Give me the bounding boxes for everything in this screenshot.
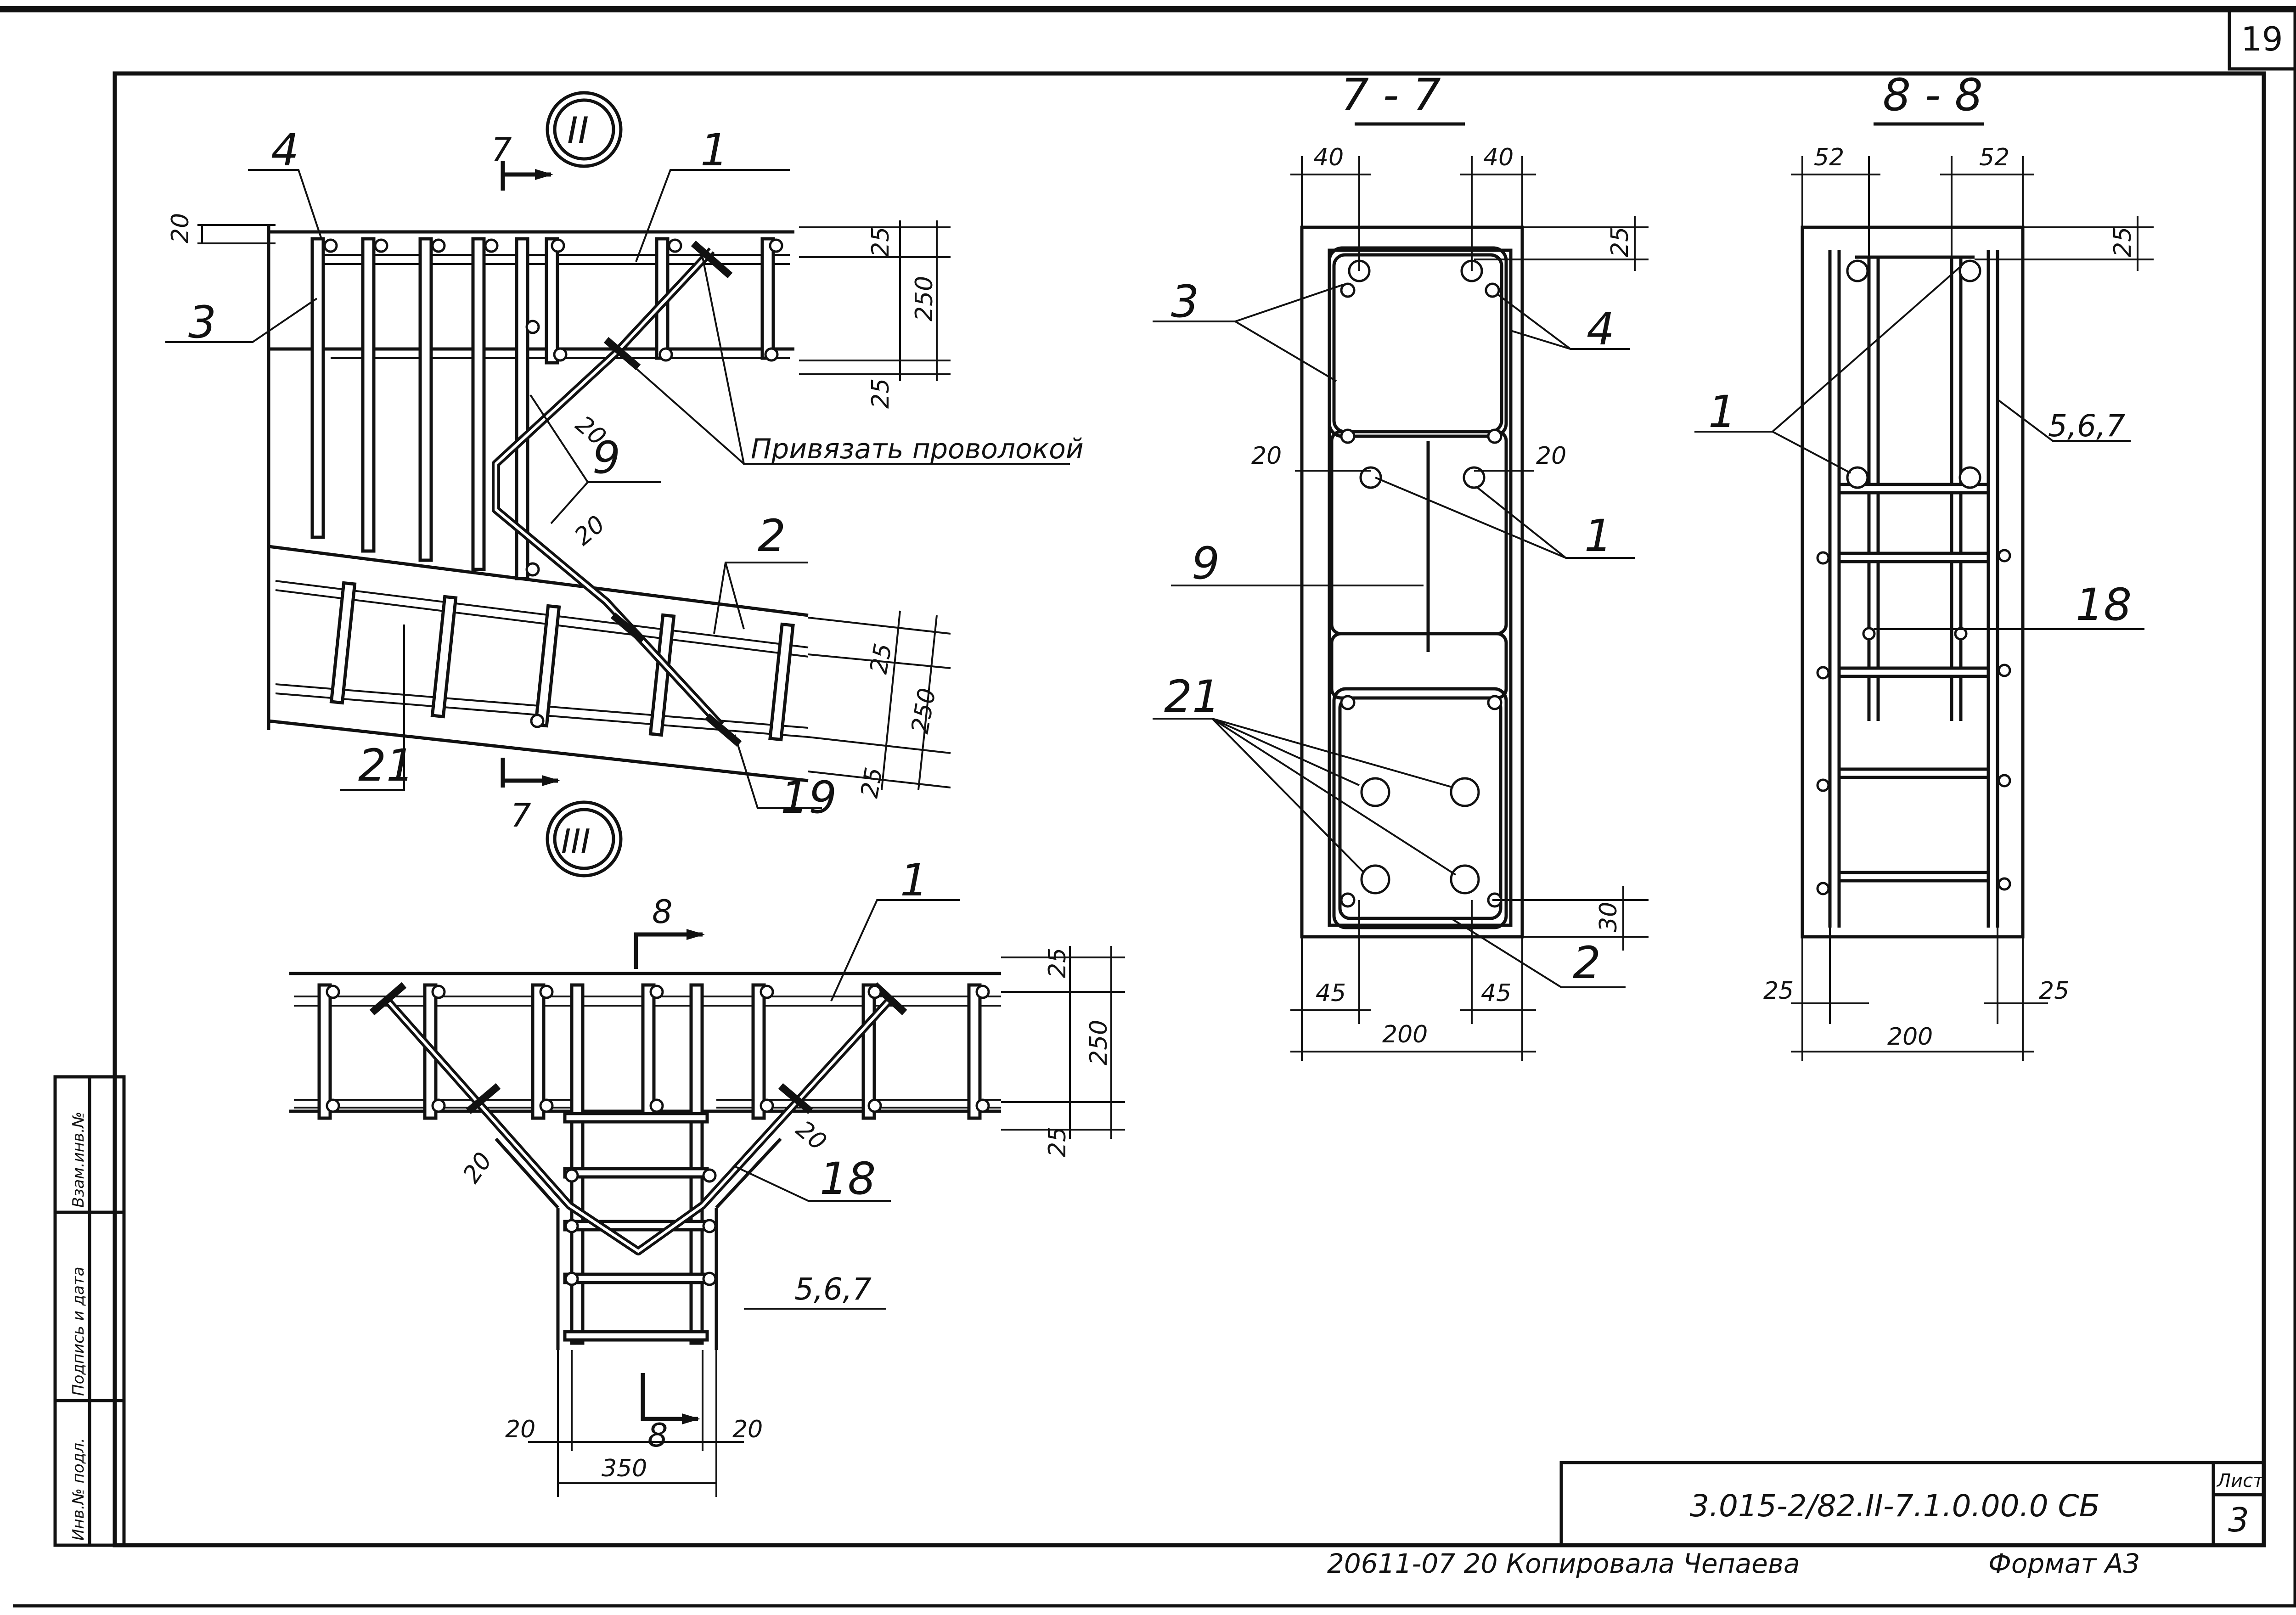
section-7-7-dim-45a: 45: [1316, 979, 1346, 1007]
section-8-8-dim-52b: 52: [1979, 144, 2009, 171]
node-ii-dim-25c: 25: [865, 641, 898, 676]
section-7-7-mark-4: 4: [1587, 304, 1615, 355]
sheet-number: 3: [2228, 1501, 2249, 1539]
sheet-label: Лист: [2216, 1470, 2264, 1491]
sheet-frame: [0, 6, 2296, 1608]
section-7-7-dim-40a: 40: [1313, 144, 1344, 171]
node-ii-cut-label-top: 7: [491, 131, 512, 169]
section-7-7-dim-30: 30: [1595, 902, 1622, 932]
section-7-7-dim-25: 25: [1606, 227, 1634, 257]
title-block: 3.015-2/82.II-7.1.0.00.0 СБ Лист 3 19 20…: [1327, 20, 2283, 1579]
section-7-7-dim-40b: 40: [1483, 144, 1514, 171]
page-number: 19: [2241, 20, 2283, 58]
node-ii-dim-20-top: 20: [167, 213, 194, 243]
node-ii-dim-25d: 25: [856, 765, 889, 800]
bottom-note: 20611-07 20 Копировала Чепаева: [1327, 1548, 1800, 1579]
node-ii-cut-label-bottom: 7: [511, 797, 531, 834]
node-ii-mark-19: 19: [781, 772, 837, 823]
node-ii-dim-25a: 25: [867, 227, 895, 257]
node-iii-dim-20c: 20: [505, 1416, 535, 1443]
section-7-7-mark-21: 21: [1164, 671, 1220, 722]
node-ii-note: Привязать проволокой: [751, 433, 1084, 465]
node-ii-mark-1: 1: [700, 124, 728, 176]
section-8-8-mark-1: 1: [1708, 386, 1736, 438]
node-iii-dim-20a: 20: [457, 1148, 497, 1188]
section-8-8-dim-25c: 25: [2039, 977, 2069, 1005]
node-ii-dim-250b: 250: [906, 686, 941, 736]
node-iii-dim-25b: 25: [1044, 1127, 1071, 1157]
node-iii-rungs: [563, 1112, 709, 1342]
node-ii-stirrups: [310, 237, 795, 742]
section-8-8-mark-5-6-7: 5,6,7: [2048, 408, 2125, 444]
node-iii-view: 8 8 III 1 18 5,6,7 25 250 25 20 20 20 20…: [289, 800, 1125, 1497]
node-iii-mark-1: 1: [900, 855, 928, 906]
section-7-7-dim-45b: 45: [1481, 979, 1511, 1007]
node-ii-dim-250a: 250: [911, 276, 938, 321]
document-code: 3.015-2/82.II-7.1.0.00.0 СБ: [1690, 1488, 2100, 1524]
section-7-7: 7 - 7 3 4 1 9 21: [1153, 69, 1649, 1061]
section-7-7-dim-20a: 20: [1251, 442, 1282, 470]
section-7-7-title: 7 - 7: [1341, 69, 1441, 121]
stamp-inv-podl: Инв.№ подл.: [69, 1438, 88, 1541]
section-8-8-rungs: [1837, 483, 1990, 883]
format-label: Формат А3: [1988, 1548, 2140, 1579]
section-7-7-dim-200: 200: [1382, 1021, 1428, 1048]
node-iii-cut-label-top: 8: [652, 893, 673, 931]
node-ii-view: 7 7 II 4 1 3 9 2 21 19 Привязать проволо…: [165, 91, 1084, 834]
node-iii-dim-20d: 20: [732, 1416, 763, 1443]
node-ii-mark-4: 4: [271, 124, 299, 176]
node-ii-mark-9: 9: [592, 432, 620, 484]
section-7-7-mark-3: 3: [1171, 276, 1199, 327]
node-iii-dim-20b: 20: [791, 1115, 832, 1156]
node-ii-dim-20b: 20: [569, 510, 610, 551]
section-8-8-dim-25b: 25: [1763, 977, 1794, 1005]
section-7-7-mark-9: 9: [1192, 538, 1220, 589]
node-iii-dim-250: 250: [1085, 1020, 1113, 1065]
section-7-7-dim-20b: 20: [1536, 442, 1566, 470]
node-iii-dim-350: 350: [602, 1455, 647, 1482]
section-8-8-dim-25a: 25: [2109, 227, 2137, 257]
section-7-7-mark-2: 2: [1573, 937, 1601, 989]
node-iii-badge: III: [561, 822, 591, 861]
node-iii-cut-label-bottom: 8: [647, 1417, 668, 1454]
node-ii-dim-25b: 25: [867, 378, 895, 409]
section-8-8: 8 - 8 1 5,6,7 18: [1694, 69, 2154, 1061]
node-ii-mark-2: 2: [758, 510, 786, 562]
section-8-8-dim-52a: 52: [1814, 144, 1844, 171]
section-8-8-title: 8 - 8: [1883, 69, 1983, 121]
section-8-8-dim-200: 200: [1887, 1023, 1933, 1051]
node-ii-badge: II: [567, 109, 589, 152]
node-iii-dim-25a: 25: [1044, 948, 1071, 978]
stamp-signature-date: Подпись и дата: [69, 1266, 88, 1396]
node-ii-mark-3: 3: [188, 297, 216, 348]
side-stamp: Инв.№ подл. Подпись и дата Взам.инв.№: [53, 1075, 126, 1547]
section-8-8-mark-18: 18: [2076, 579, 2132, 630]
section-7-7-mark-1: 1: [1584, 510, 1612, 562]
node-ii-mark-21: 21: [358, 740, 414, 791]
node-iii-mark-18: 18: [820, 1153, 876, 1204]
stamp-vzam-inv: Взам.инв.№: [69, 1112, 88, 1208]
node-iii-mark-5-6-7: 5,6,7: [794, 1272, 872, 1307]
